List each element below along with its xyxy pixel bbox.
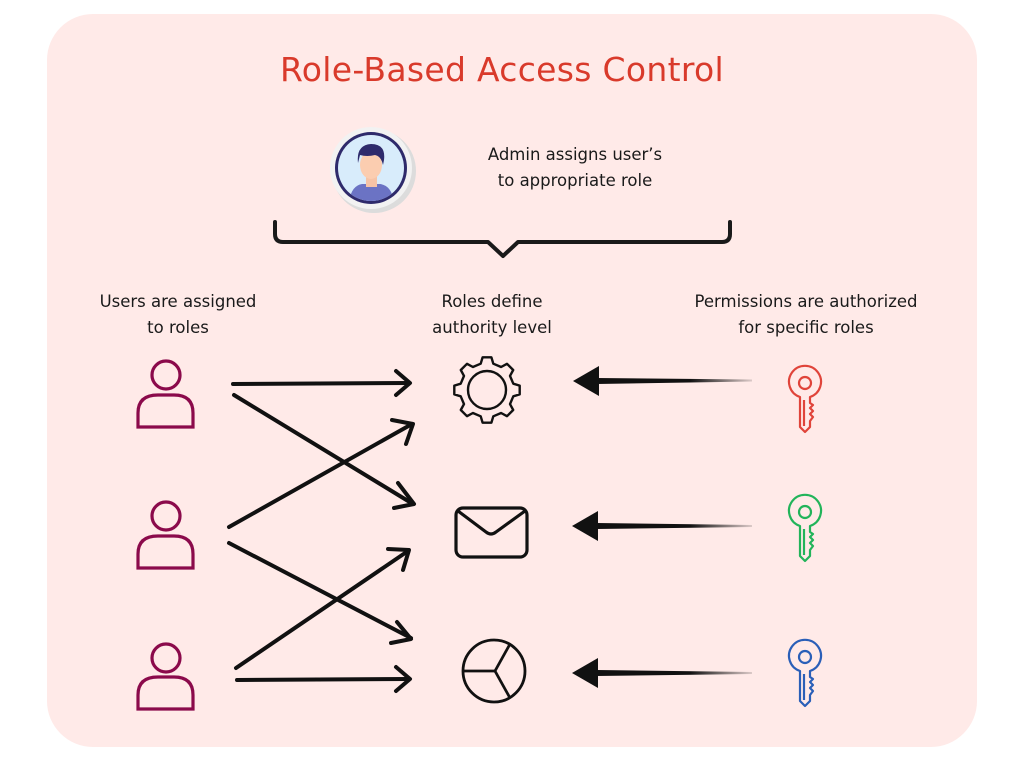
envelope-icon [454,506,529,559]
arrow-permission2-role2 [572,511,752,541]
key-icon [787,364,823,434]
arrow-user1-role2 [232,393,416,510]
roles-header-line2: authority level [432,318,552,337]
arrow-permission3-role3 [572,658,752,688]
arrow-permission1-role1 [573,366,752,396]
user-icon [136,500,195,570]
admin-caption: Admin assigns user’s to appropriate role [440,142,710,194]
admin-avatar-icon [330,127,416,213]
user-icon [136,642,195,711]
diagram-title: Role-Based Access Control [280,50,724,89]
users-header-line2: to roles [147,318,209,337]
arrow-user3-role2 [234,547,411,670]
arrow-user2-role1 [227,418,415,529]
admin-caption-line1: Admin assigns user’s [487,145,663,164]
brace [273,220,732,258]
arrow-user3-role3 [235,665,412,693]
permissions-column-header: Permissions are authorized for specific … [656,289,956,341]
users-column-header: Users are assigned to roles [58,289,298,341]
roles-column-header: Roles define authority level [382,289,602,341]
permissions-header-line2: for specific roles [738,318,874,337]
arrow-user2-role3 [227,541,413,645]
roles-header-line1: Roles define [441,292,543,311]
users-header-line1: Users are assigned [99,292,257,311]
key-icon [787,638,823,708]
admin-caption-line2: to appropriate role [497,171,653,190]
user-icon [136,359,195,429]
gear-icon [453,356,521,424]
arrow-user1-role1 [231,369,412,397]
pie-chart-icon [461,638,527,704]
permissions-header-line1: Permissions are authorized [694,292,918,311]
key-icon [787,493,823,563]
